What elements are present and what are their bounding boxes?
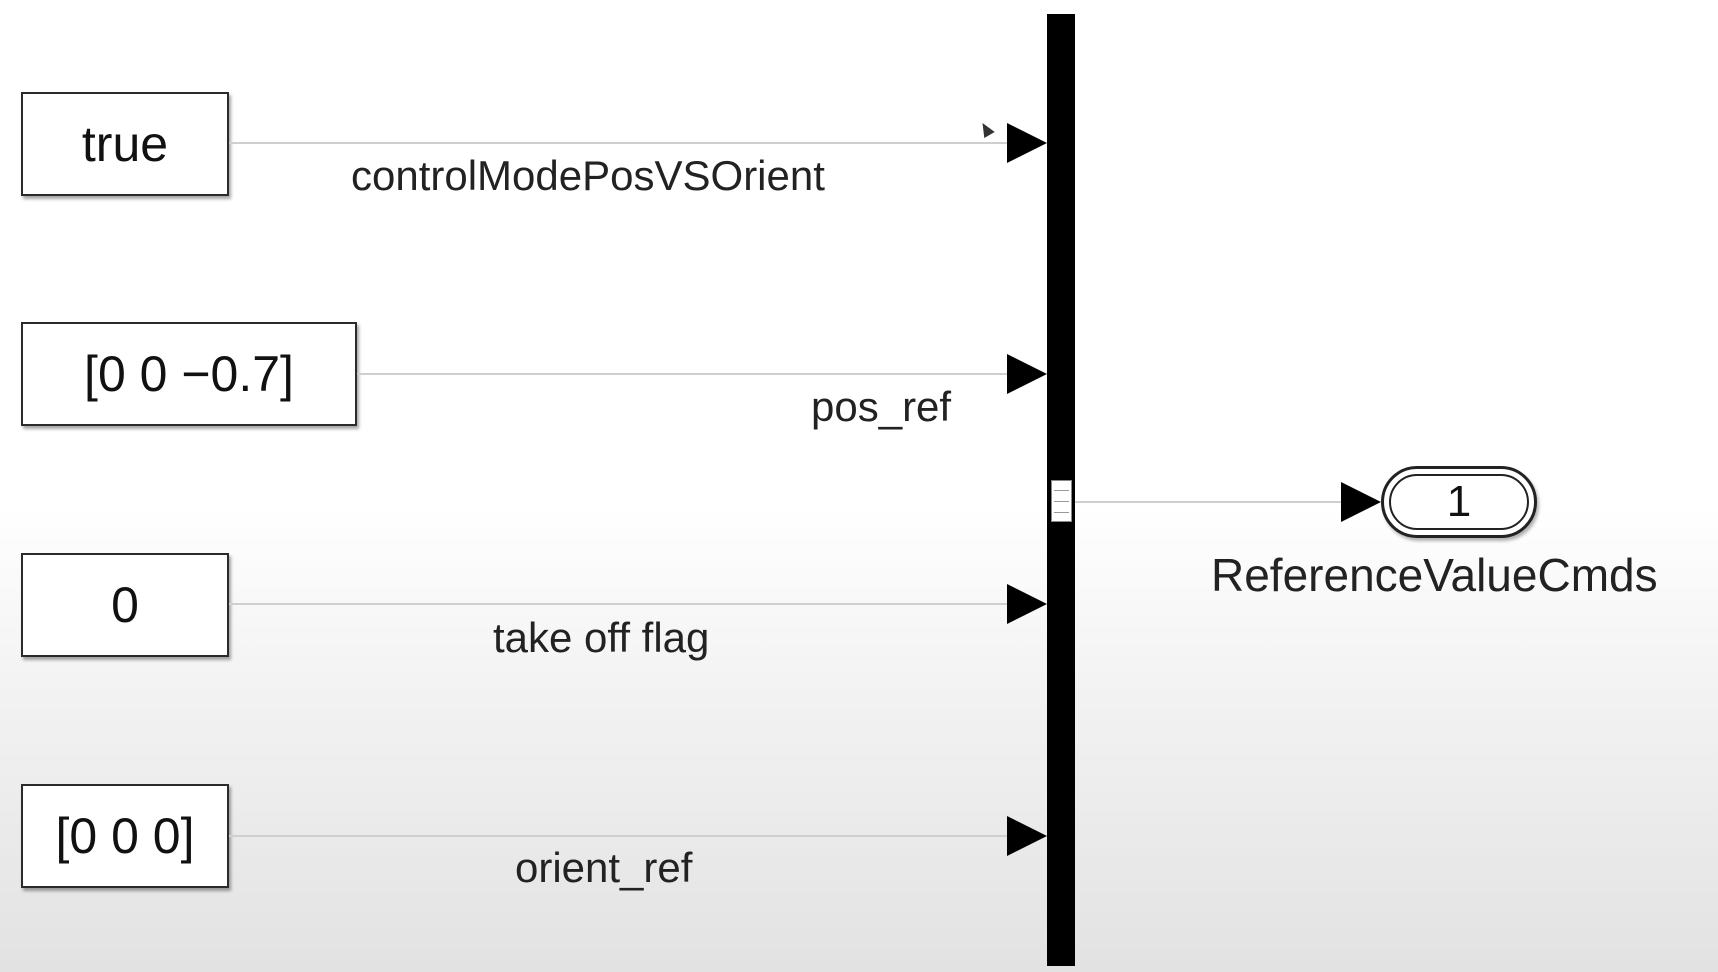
output-arrow	[1341, 482, 1381, 522]
input-arrow-3	[1007, 584, 1047, 624]
outport-number: 1	[1389, 474, 1529, 530]
signal-line-orient-ref[interactable]	[229, 835, 1007, 837]
signal-line-controlModePosVSOrient[interactable]	[229, 142, 1007, 144]
signal-line-take-off-flag[interactable]	[229, 603, 1007, 605]
constant-value: [0 0 −0.7]	[84, 346, 294, 402]
signal-label-orient-ref[interactable]: orient_ref	[515, 844, 693, 891]
signal-line-bus-output[interactable]	[1075, 501, 1341, 503]
input-arrow-1	[1007, 123, 1047, 163]
outport-name-label[interactable]: ReferenceValueCmds	[1211, 549, 1658, 601]
outport-block[interactable]: 1	[1381, 466, 1537, 538]
constant-value: 0	[111, 577, 139, 633]
signal-label-take-off-flag[interactable]: take off flag	[493, 614, 710, 661]
input-arrow-4	[1007, 816, 1047, 856]
constant-block-take-off-flag[interactable]: 0	[21, 553, 229, 657]
constant-block-orient-ref[interactable]: [0 0 0]	[21, 784, 229, 888]
signal-label-controlModePosVSOrient[interactable]: controlModePosVSOrient	[351, 152, 825, 199]
input-arrow-2	[1007, 354, 1047, 394]
constant-block-true[interactable]: true	[21, 92, 229, 196]
constant-value: true	[81, 116, 169, 172]
constant-block-pos-ref[interactable]: [0 0 −0.7]	[21, 322, 357, 426]
bus-output-port[interactable]	[1051, 480, 1072, 522]
constant-value: [0 0 0]	[55, 808, 195, 864]
signal-line-pos-ref[interactable]	[357, 373, 1007, 375]
signal-label-pos-ref[interactable]: pos_ref	[811, 383, 952, 430]
mouse-pointer-icon	[977, 119, 995, 139]
